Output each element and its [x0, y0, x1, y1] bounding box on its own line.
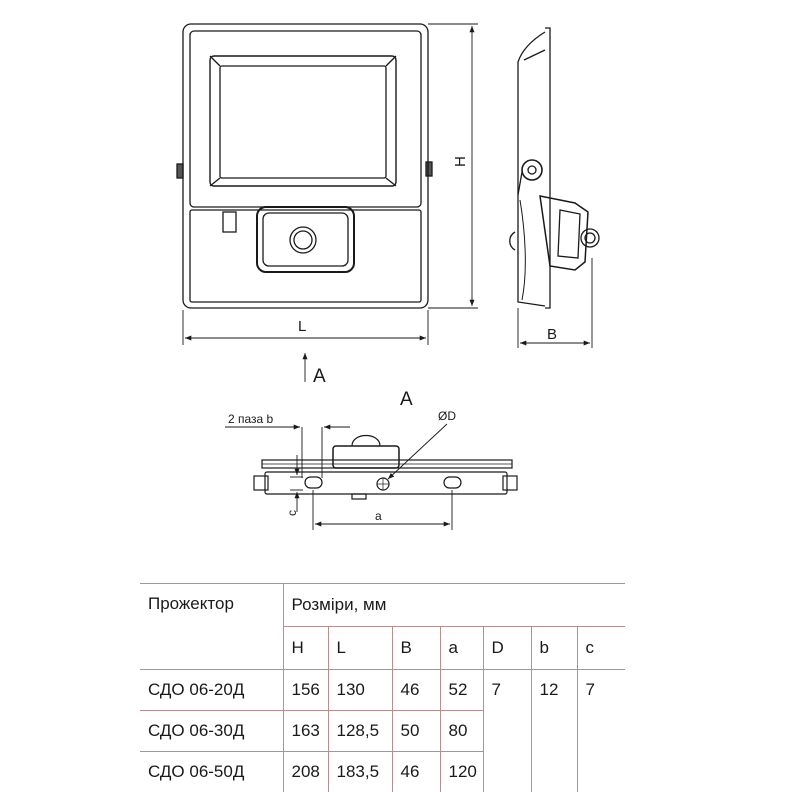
cell-a: 120: [439, 751, 483, 792]
column-header: b: [530, 626, 577, 670]
cell-b-slot-shared: 12: [530, 669, 577, 792]
cell-h: 208: [282, 751, 328, 792]
label-length: L: [298, 318, 306, 335]
bottom-view: [253, 434, 518, 500]
front-dimensions: [182, 23, 478, 382]
column-header: H: [282, 626, 328, 670]
label-diameter: ØD: [438, 409, 456, 423]
cell-h: 156: [282, 669, 328, 711]
table-row: СДО 06-30Д 163 128,5 50 80: [140, 710, 625, 752]
technical-drawing: H L A B A: [176, 23, 600, 530]
table-row: СДО 06-20Д 156 130 46 52 7 12 7: [140, 669, 625, 792]
dimensions-table: Прожектор Розміри, мм H L B a D b c СДО …: [140, 583, 625, 792]
header-product: Прожектор: [140, 583, 283, 670]
table-row: СДО 06-50Д 208 183,5 46 120: [140, 751, 625, 792]
label-view-title: A: [400, 389, 413, 410]
cell-c-shared: 7: [576, 669, 625, 792]
cell-d-shared: 7: [482, 669, 531, 792]
row-product-name: СДО 06-50Д: [148, 762, 245, 781]
label-height: H: [452, 156, 469, 167]
side-view: [509, 27, 600, 309]
front-view: [176, 23, 433, 309]
table-columns-row: H L B a D b c: [140, 626, 625, 670]
column-header: L: [327, 626, 392, 670]
table-header-row: Прожектор Розміри, мм: [140, 583, 625, 670]
column-header: D: [482, 626, 531, 670]
label-slot-offset: c: [285, 510, 299, 516]
column-header: a: [439, 626, 483, 670]
cell-l: 128,5: [327, 710, 392, 752]
cell-a: 52: [439, 669, 483, 711]
row-product-name: СДО 06-20Д: [140, 669, 283, 711]
side-dimensions: [517, 258, 593, 348]
cell-b: 46: [391, 751, 440, 792]
cell-h: 163: [282, 710, 328, 752]
row-product-name: СДО 06-30Д: [140, 710, 283, 752]
cell-b: 50: [391, 710, 440, 752]
label-slot-distance: a: [375, 509, 382, 523]
cell-l: 183,5: [327, 751, 392, 792]
column-header: c: [576, 626, 625, 670]
column-header: B: [391, 626, 440, 670]
label-depth: B: [547, 326, 557, 343]
bottom-dimensions: [225, 423, 453, 530]
header-dimensions: Розміри, мм: [282, 583, 625, 627]
cell-l: 130: [327, 669, 392, 711]
cell-a: 80: [439, 710, 483, 752]
label-view-arrow: A: [313, 366, 326, 387]
label-slots: 2 паза b: [228, 412, 274, 426]
cell-b: 46: [391, 669, 440, 711]
